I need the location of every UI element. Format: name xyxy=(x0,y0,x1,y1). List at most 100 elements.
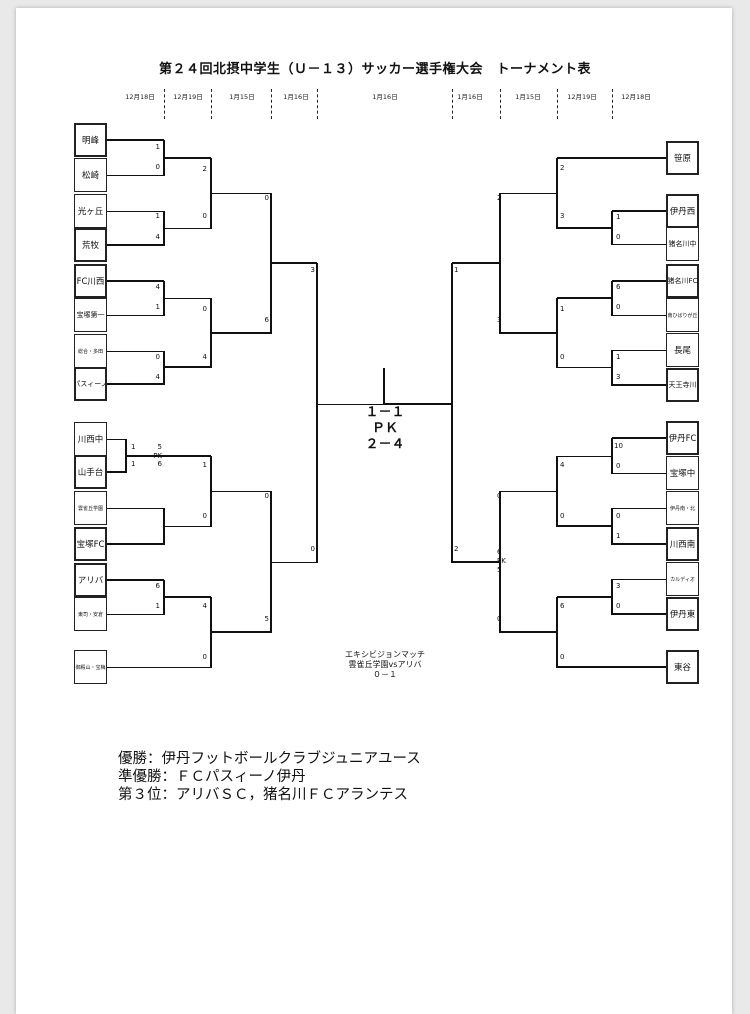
score-label: 6 xyxy=(264,316,269,324)
bracket-line xyxy=(107,507,164,509)
bracket-line xyxy=(611,350,613,386)
bracket-line xyxy=(211,332,271,334)
team-box: パスィーノ xyxy=(74,367,107,401)
bracket-line xyxy=(107,666,211,668)
bracket-line xyxy=(210,158,212,229)
score-label: 1 xyxy=(454,266,459,274)
bracket-line xyxy=(107,350,164,352)
team-box: 猪名川中 xyxy=(666,227,699,261)
bracket-line xyxy=(612,384,666,386)
bracket-line xyxy=(500,332,557,334)
bracket-line xyxy=(557,227,612,229)
score-label: 1 xyxy=(155,143,160,151)
team-box: 東司・安倉 xyxy=(74,597,107,631)
bracket-line xyxy=(164,596,211,598)
bracket-line xyxy=(557,666,666,668)
team-box: 猪名川FC xyxy=(666,264,699,298)
date-divider xyxy=(271,89,272,119)
bracket-line xyxy=(557,596,612,598)
bracket-line xyxy=(107,579,164,581)
bracket-line xyxy=(611,579,613,615)
score-label: 1 xyxy=(616,532,621,540)
bracket-line xyxy=(557,297,612,299)
score-label: 2 xyxy=(454,545,459,553)
bracket-line xyxy=(556,298,558,368)
team-box: 山手台 xyxy=(74,455,107,489)
score-label: 6 xyxy=(616,283,621,291)
bracket-line xyxy=(317,403,384,405)
team-box: FC川西 xyxy=(74,264,107,298)
bracket-line xyxy=(107,139,164,141)
round-date: 1月15日 xyxy=(515,93,541,101)
bracket-line xyxy=(107,543,164,545)
bracket-line xyxy=(499,491,501,633)
score-label: 0 xyxy=(202,653,207,661)
team-box: 松崎 xyxy=(74,158,107,192)
round-date: 1月15日 xyxy=(229,93,255,101)
team-box: 伊丹南・北 xyxy=(666,491,699,525)
bracket-line xyxy=(316,263,318,563)
score-label: 0 xyxy=(202,512,207,520)
bracket-line xyxy=(612,243,666,245)
score-label: PK xyxy=(153,452,162,460)
score-label: 0 xyxy=(202,212,207,220)
team-box: 長尾 xyxy=(666,333,699,367)
bracket-line xyxy=(163,351,165,385)
final-regular-score: １－１ xyxy=(365,405,405,420)
score-label: 0 xyxy=(616,512,621,520)
round-date: 1月16日 xyxy=(457,93,483,101)
score-label: 0 xyxy=(310,545,315,553)
exhibition-match: エキシビジョンマッチ 雲雀丘学園vsアリバ ０－１ xyxy=(310,650,460,680)
score-label: 0 xyxy=(560,653,565,661)
exhibition-score: ０－１ xyxy=(373,670,397,679)
bracket-line xyxy=(164,297,211,299)
bracket-line xyxy=(612,437,666,439)
team-box: 光ヶ丘 xyxy=(74,194,107,228)
score-label: 1 xyxy=(616,353,621,361)
date-divider xyxy=(317,89,318,119)
bracket-line xyxy=(107,244,164,246)
score-label: 3 xyxy=(560,212,565,220)
round-date: 12月19日 xyxy=(173,93,203,101)
champion-line: 優勝：伊丹フットボールクラブジュニアユース xyxy=(118,751,421,767)
bracket-line xyxy=(612,613,666,615)
score-label: 4 xyxy=(155,283,160,291)
score-label: 10 xyxy=(614,442,623,450)
date-divider xyxy=(164,89,165,119)
bracket-line xyxy=(210,456,212,527)
final-results: 優勝：伊丹フットボールクラブジュニアユース 準優勝：ＦＣパスィーノ伊丹 第３位：… xyxy=(118,750,421,804)
round-date: 12月19日 xyxy=(567,93,597,101)
bracket-line xyxy=(164,366,211,368)
final-score: １－１ ＰＫ ２－４ xyxy=(330,405,440,453)
bracket-line xyxy=(500,490,557,492)
round-date: 1月16日 xyxy=(283,93,309,101)
bracket-line xyxy=(107,383,164,385)
team-box: 伊丹西 xyxy=(666,194,699,228)
bracket-line xyxy=(164,525,211,527)
bracket-line xyxy=(384,403,452,405)
team-box: 伊丹東 xyxy=(666,597,699,631)
score-label: 1 xyxy=(616,213,621,221)
score-label: 5 xyxy=(157,443,162,451)
score-label: 0 xyxy=(155,353,160,361)
bracket-line xyxy=(557,455,612,457)
page-title: 第２４回北摂中学生（Ｕ－１３）サッカー選手権大会 トーナメント表 xyxy=(158,62,591,77)
bracket-line xyxy=(556,456,558,527)
bracket-line xyxy=(612,349,666,351)
bracket-line xyxy=(211,631,271,633)
bracket-line xyxy=(611,281,613,316)
score-label: 0 xyxy=(497,492,502,500)
score-label: 6 xyxy=(560,602,565,610)
round-date: 1月16日 xyxy=(372,93,398,101)
team-box: 南ひばりが丘 xyxy=(666,298,699,332)
score-label: 1 xyxy=(131,443,136,451)
bracket-line xyxy=(612,578,666,580)
bracket-line xyxy=(557,525,612,527)
date-divider xyxy=(612,89,613,119)
score-label: 4 xyxy=(560,461,565,469)
bracket-line xyxy=(612,472,666,474)
score-label: 3 xyxy=(616,582,621,590)
date-divider xyxy=(500,89,501,119)
team-box: 川西南 xyxy=(666,527,699,561)
bracket-line xyxy=(164,157,211,159)
